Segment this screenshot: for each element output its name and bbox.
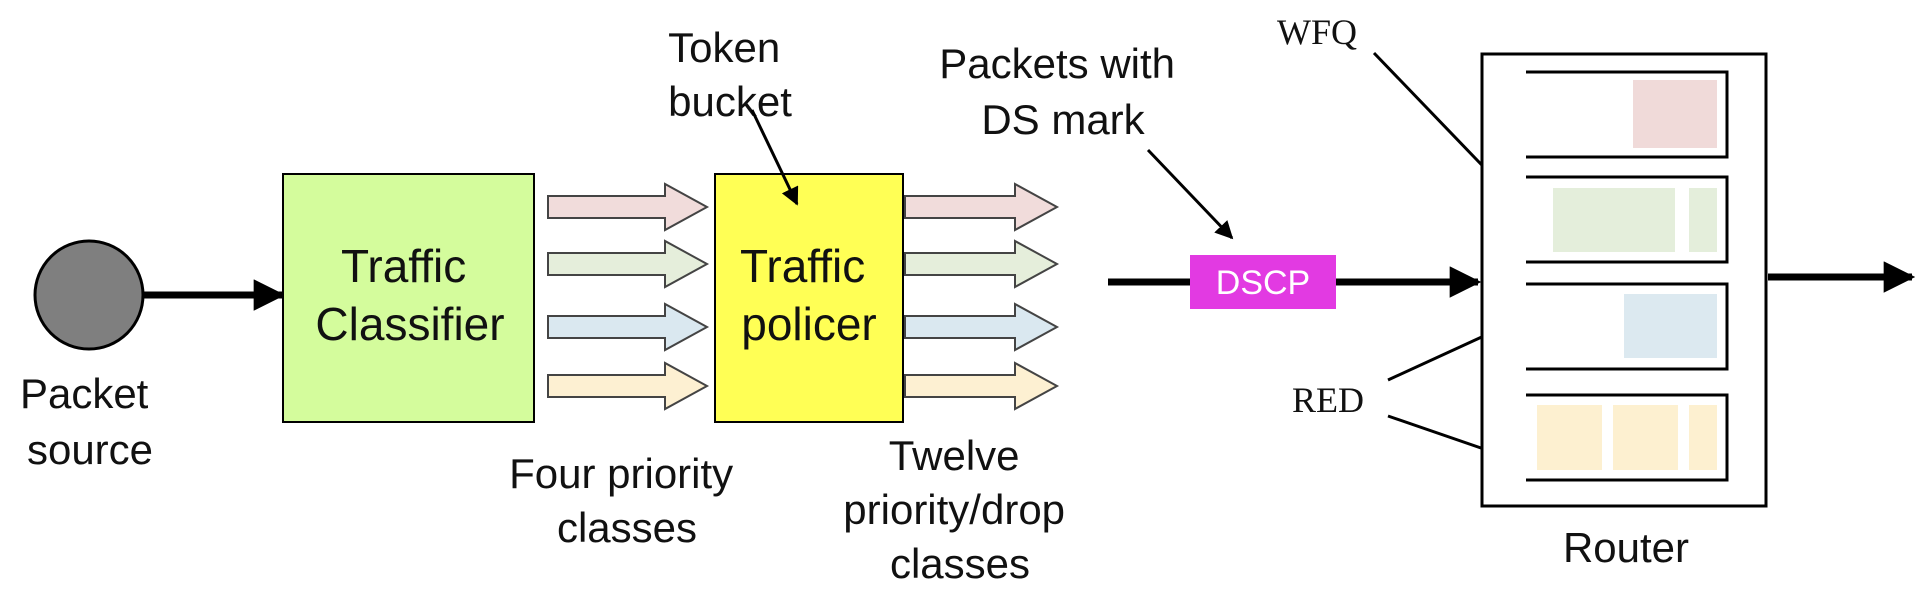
router-queue [1526, 282, 1729, 371]
router-label: Router [1563, 524, 1689, 571]
queue-packet [1689, 188, 1717, 252]
ds-mark-pointer [1146, 148, 1234, 240]
dscp-tag-label: DSCP [1216, 264, 1310, 302]
priority-drop-class-arrow [904, 182, 1060, 232]
four-priority-classes-label: Four priority classes [509, 450, 745, 551]
token-bucket-label: Token bucket [668, 24, 792, 125]
dscp-tag [1190, 255, 1336, 309]
priority-class-arrow [547, 361, 710, 411]
traffic-policer-label: Traffic policer [740, 240, 878, 350]
router-queue [1526, 70, 1729, 159]
router-queue [1526, 175, 1729, 264]
priority-class-arrow [547, 302, 710, 352]
priority-drop-class-arrow [904, 239, 1060, 289]
packet-source-label: Packet source [20, 370, 160, 473]
packets-with-ds-mark-label: Packets with DS mark [939, 40, 1186, 143]
queue-packet [1689, 405, 1717, 470]
queue-packet [1624, 294, 1717, 358]
wfq-label: WFQ [1277, 12, 1357, 52]
priority-class-arrow [547, 239, 710, 289]
queue-packet [1553, 188, 1675, 252]
red-label: RED [1292, 380, 1364, 420]
priority-class-arrow [547, 182, 710, 232]
traffic-policer-box [714, 173, 904, 423]
packet-source-node [33, 239, 145, 351]
twelve-priority-drop-classes-label: Twelve priority/drop classes [843, 432, 1076, 587]
queue-packet [1613, 405, 1678, 470]
priority-drop-class-arrow [904, 361, 1060, 411]
priority-drop-class-arrow [904, 302, 1060, 352]
queue-packet [1537, 405, 1602, 470]
token-bucket-pointer [750, 109, 799, 206]
traffic-classifier-label: Traffic Classifier [315, 240, 504, 350]
traffic-classifier-box [282, 173, 535, 423]
router-queue [1526, 393, 1729, 482]
queue-packet [1633, 80, 1717, 148]
